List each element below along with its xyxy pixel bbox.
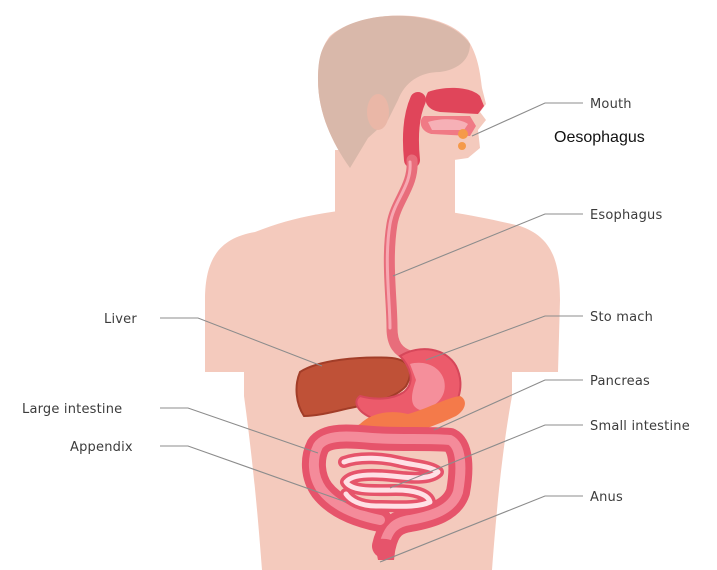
salivary-gland-2 <box>458 142 466 150</box>
label-pancreas: Pancreas <box>590 374 650 389</box>
label-small-intestine: Small intestine <box>590 419 690 434</box>
label-oesophagus-note: Oesophagus <box>554 129 645 146</box>
label-liver: Liver <box>104 312 137 327</box>
ear <box>367 94 389 130</box>
label-appendix: Appendix <box>70 440 133 455</box>
label-mouth: Mouth <box>590 97 632 112</box>
label-stomach: Sto mach <box>590 310 653 325</box>
pharynx <box>411 100 418 160</box>
label-large-intestine: Large intestine <box>22 402 122 417</box>
label-anus: Anus <box>590 490 623 505</box>
label-esophagus: Esophagus <box>590 208 662 223</box>
salivary-gland <box>458 129 468 139</box>
